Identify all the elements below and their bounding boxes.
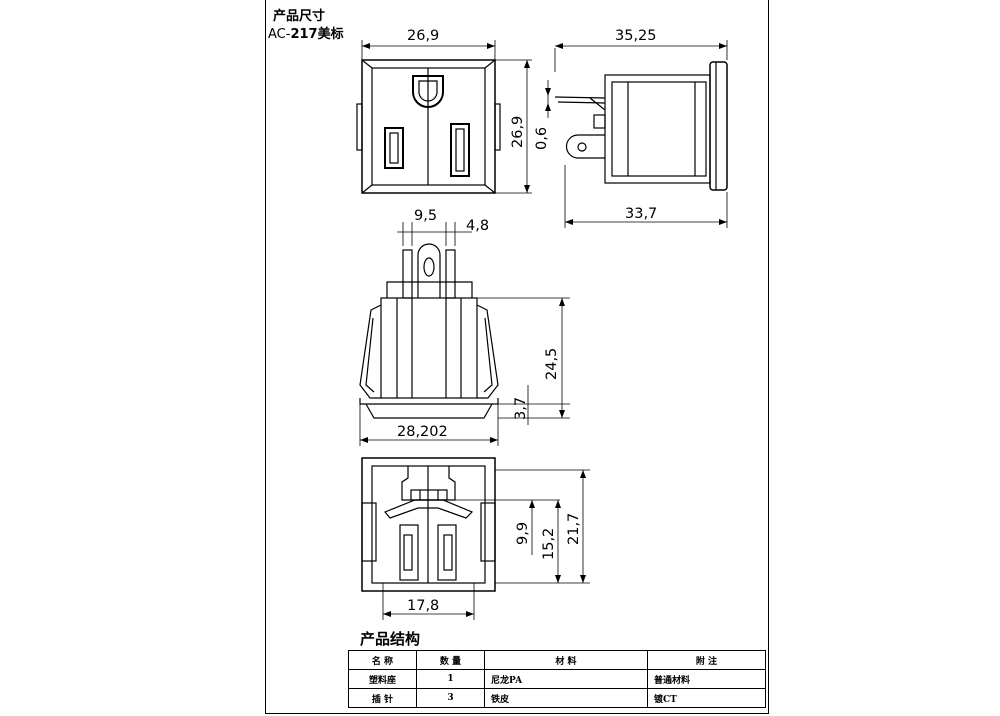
model-prefix: AC- [268, 27, 291, 42]
parts-table: 名 称 数 量 材 料 附 注 塑料座 1 尼龙PA 普通材料 插 针 3 铁皮… [348, 650, 766, 708]
side-view [545, 40, 728, 228]
cell-note: 普通材料 [647, 669, 766, 689]
dim-pin-width: 4,8 [466, 218, 489, 234]
cell-material: 铁皮 [484, 688, 648, 708]
dim-pin-spacing: 9,5 [414, 208, 437, 224]
cell-qty: 3 [416, 688, 485, 708]
page-title: 产品尺寸 [273, 9, 326, 24]
dim-inner-c: 21,7 [566, 513, 582, 545]
dim-front-width: 26,9 [407, 28, 439, 44]
structure-title: 产品结构 [360, 630, 421, 648]
cell-note: 镀CT [647, 688, 766, 708]
header-qty: 数 量 [416, 650, 485, 670]
header-note: 附 注 [647, 650, 766, 670]
table-row: 塑料座 1 尼龙PA 普通材料 [348, 669, 766, 689]
dim-side-depth: 33,7 [625, 206, 657, 222]
dim-body-height: 24,5 [544, 348, 560, 380]
model-label: AC-217美标 [268, 23, 344, 42]
table-header-row: 名 称 数 量 材 料 附 注 [348, 650, 766, 670]
table-row: 插 针 3 铁皮 镀CT [348, 688, 766, 708]
dim-inner-a: 9,9 [515, 522, 531, 545]
header-name: 名 称 [348, 650, 417, 670]
dim-front-height: 26,9 [510, 116, 526, 148]
cell-name: 插 针 [348, 688, 417, 708]
dim-inner-b: 15,2 [541, 528, 557, 560]
dim-side-overall: 35,25 [615, 28, 657, 44]
dim-flange: 3,7 [513, 397, 529, 420]
dim-base-width: 28,202 [397, 424, 448, 440]
dim-bottom-width: 17,8 [407, 598, 439, 614]
bottom-view [361, 457, 590, 620]
cell-name: 塑料座 [348, 669, 417, 689]
dim-front-gap: 0,6 [534, 127, 550, 150]
front-view [356, 40, 532, 194]
middle-view [359, 222, 570, 446]
cell-material: 尼龙PA [484, 669, 648, 689]
header-material: 材 料 [484, 650, 648, 670]
model-code: 217美标 [290, 27, 344, 42]
drawing-frame [265, 0, 769, 714]
cell-qty: 1 [416, 669, 485, 689]
